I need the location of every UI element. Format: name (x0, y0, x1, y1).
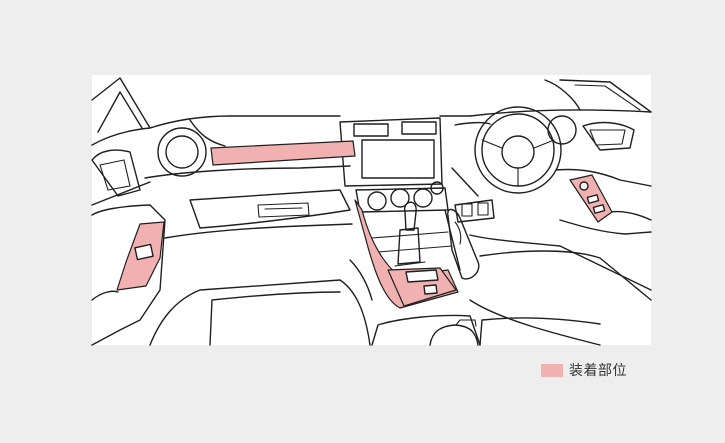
right-switch-button (586, 194, 600, 204)
installation-areas (116, 140, 613, 309)
left-switch-button (134, 243, 154, 261)
legend-label: 装着部位 (569, 363, 627, 379)
interior-outline (91, 77, 652, 346)
console-tray-switch (405, 269, 439, 283)
console-tray-highlight (387, 267, 457, 307)
dash-trim-highlight (210, 140, 356, 166)
console-tray-button (423, 284, 438, 295)
legend-swatch (541, 363, 563, 377)
legend: 装着部位 (541, 361, 627, 379)
right-switch-button-2 (592, 204, 606, 214)
right-switch-knob (579, 181, 589, 191)
